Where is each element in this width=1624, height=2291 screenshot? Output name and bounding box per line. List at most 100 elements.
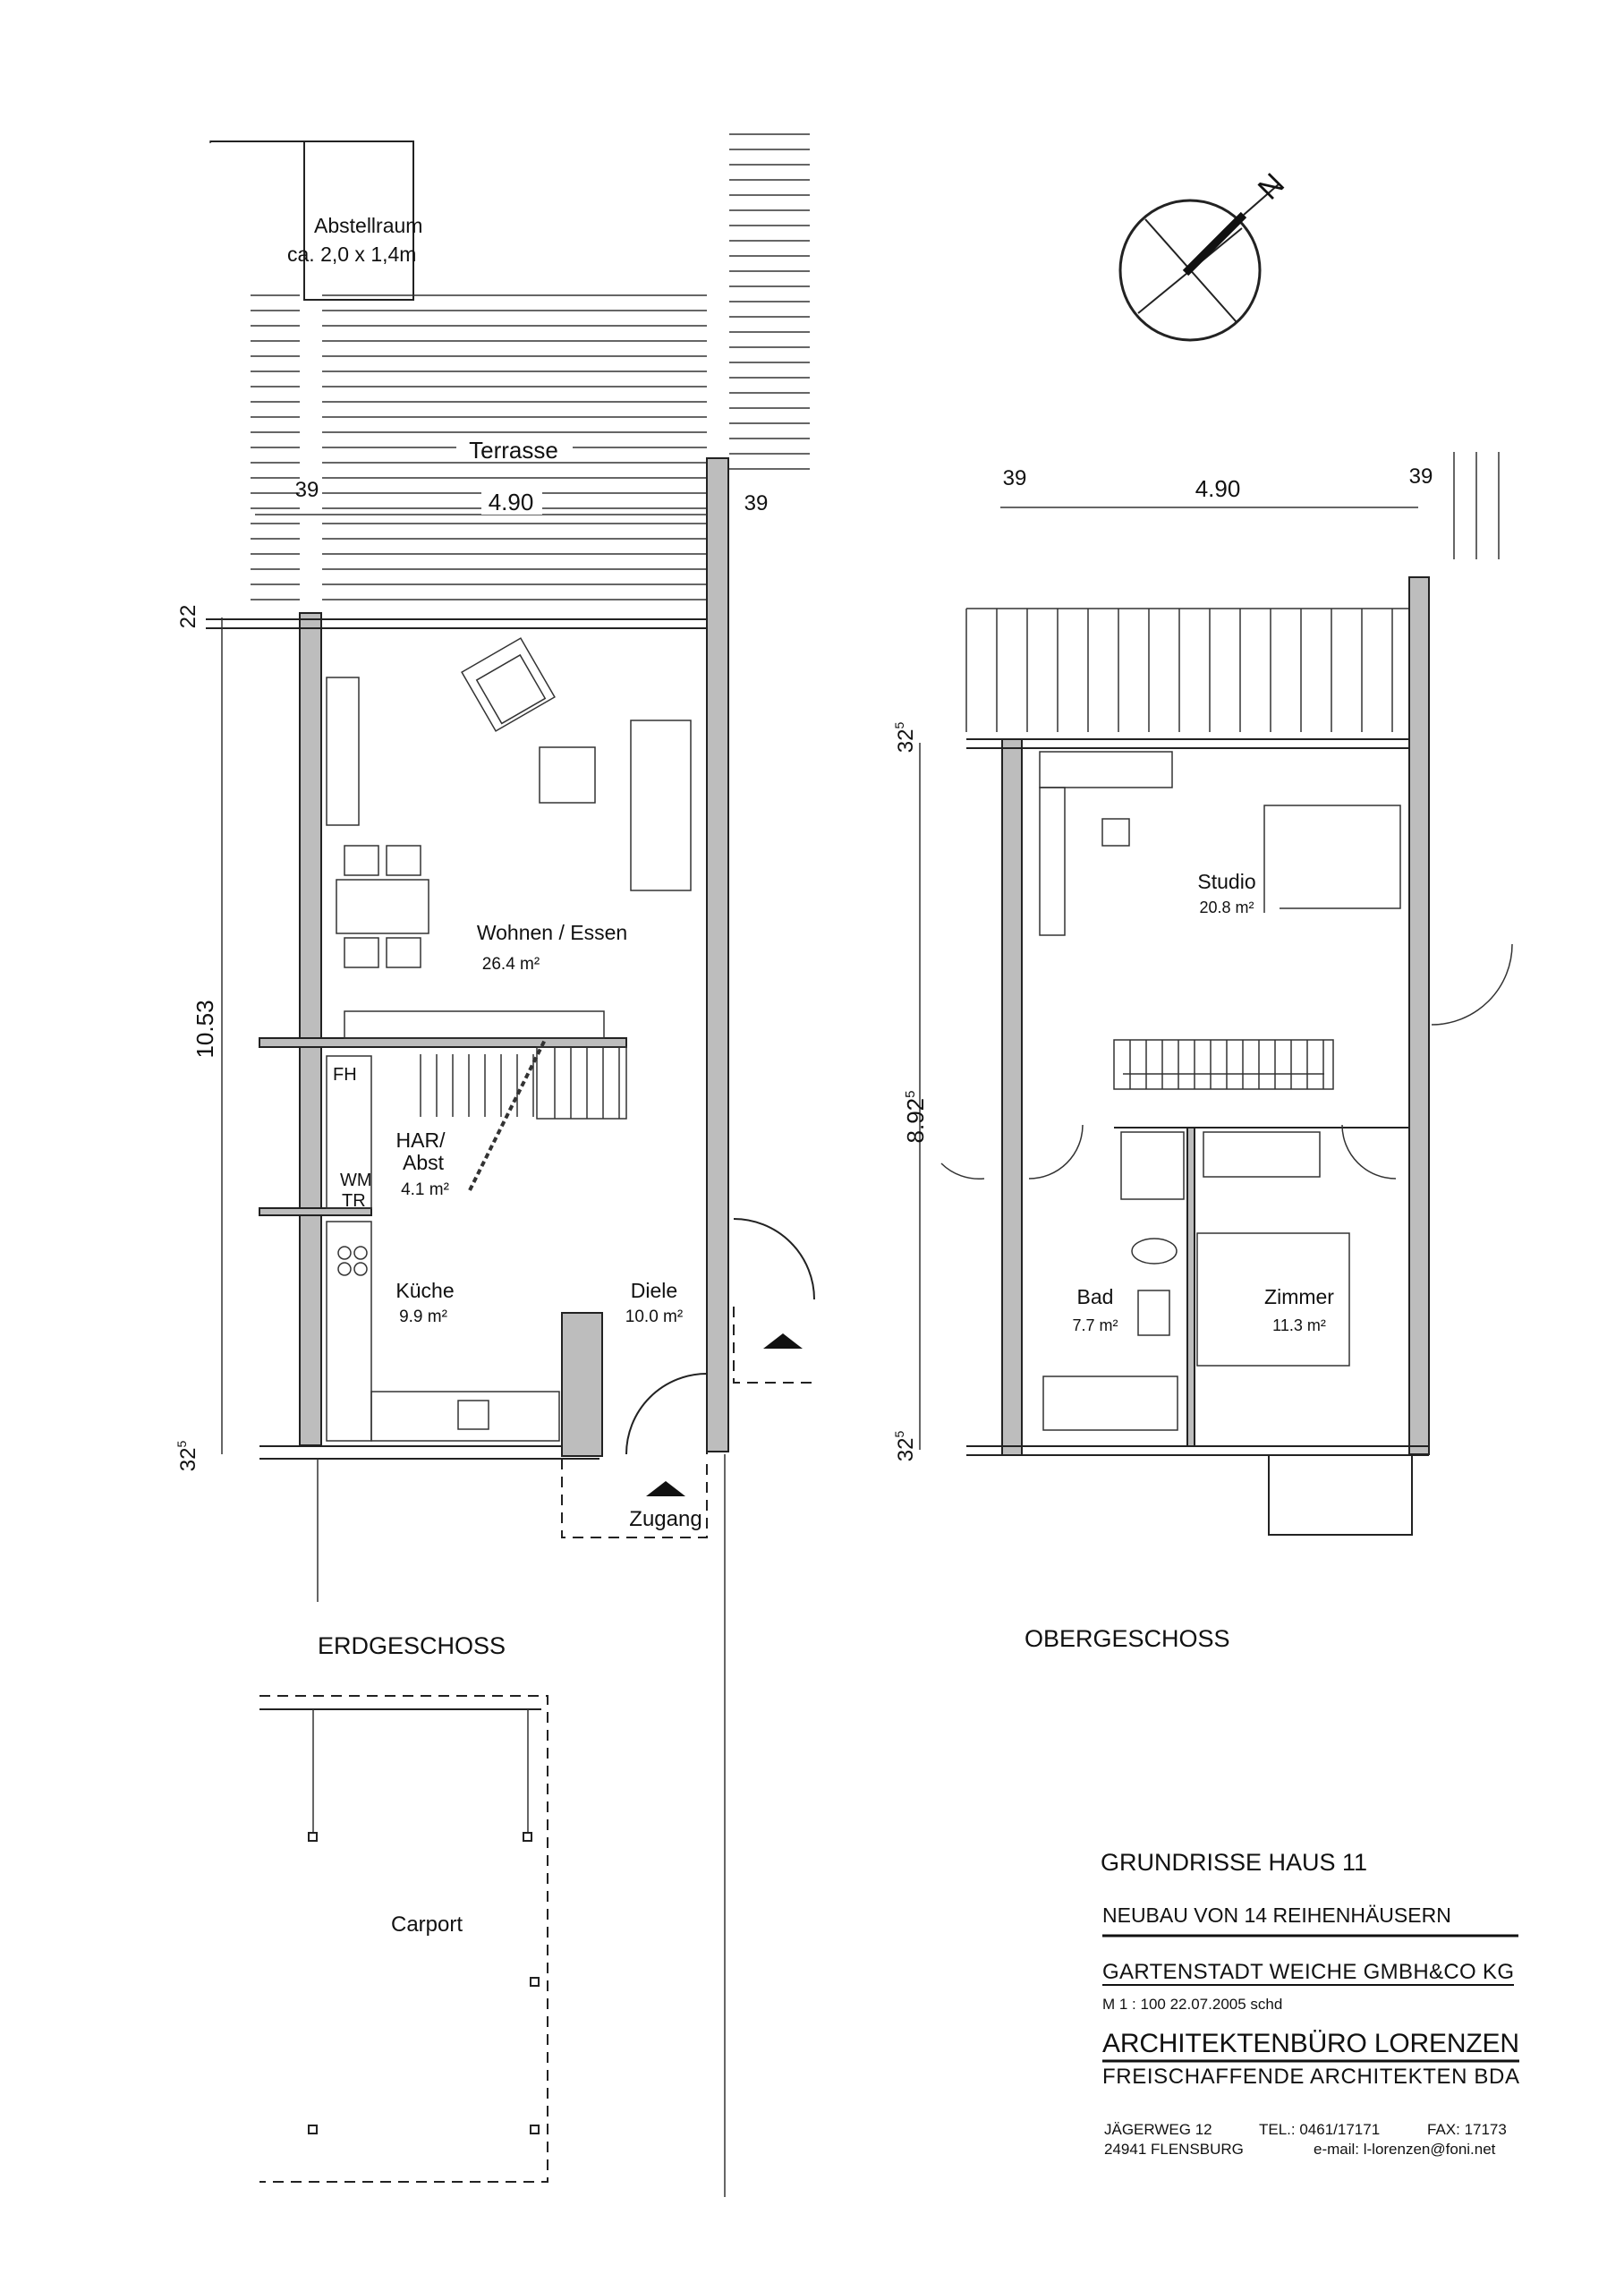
room-name-hall: Diele <box>631 1279 677 1302</box>
right-wall <box>706 457 729 1452</box>
terrace-label: Terrasse <box>469 437 558 464</box>
room-name-zimmer: Zimmer <box>1264 1285 1334 1308</box>
zimmer-wardrobe <box>1203 1131 1321 1178</box>
room-area-zimmer: 11.3 m² <box>1272 1316 1326 1334</box>
neighbor-upper-door-left <box>940 1163 985 1180</box>
fixture-fh: FH <box>333 1065 357 1085</box>
ground-floor-plan: Abstellraum ca. 2,0 x 1,4m Terrasse 39 4… <box>174 133 815 2197</box>
entrance-arrow-icon <box>646 1481 685 1496</box>
coffee-table <box>539 746 596 804</box>
north-arrow-icon: N <box>1118 166 1291 342</box>
dim-top: 22 <box>176 605 200 629</box>
project-name: NEUBAU VON 14 REIHENHÄUSERN <box>1102 1903 1451 1927</box>
svg-text:8.925: 8.925 <box>902 1091 929 1144</box>
storage-size: ca. 2,0 x 1,4m <box>287 243 416 266</box>
ground-floor-title: ERDGESCHOSS <box>318 1632 506 1659</box>
sideboard <box>326 677 360 826</box>
bath-wall <box>1186 1127 1195 1447</box>
upper-dim-bottom: 325 <box>892 1431 918 1462</box>
office-street: JÄGERWEG 12 <box>1104 2121 1212 2138</box>
balcony-hatching <box>965 452 1500 732</box>
upper-dim-wall-left: 39 <box>1003 466 1027 490</box>
utility-cabinets <box>326 1055 372 1209</box>
drawing-title: GRUNDRISSE HAUS 11 <box>1101 1849 1367 1876</box>
upper-right-wall <box>1408 576 1430 1455</box>
upper-floor-plan: 39 4.90 39 325 8.925 325 Studio 20.8 m² … <box>892 452 1513 1652</box>
desk-chair <box>1101 818 1130 847</box>
office-phone: TEL.: 0461/17171 <box>1259 2121 1380 2138</box>
office-fax: FAX: 17173 <box>1427 2121 1507 2138</box>
entrance-canopy <box>561 1459 708 1538</box>
room-area-kitchen: 9.9 m² <box>399 1307 447 1326</box>
dim-depth: 10.53 <box>191 1000 218 1058</box>
room-area-hall: 10.0 m² <box>625 1307 683 1326</box>
bath-door <box>1028 1124 1084 1180</box>
dim-wall-right: 39 <box>744 491 769 515</box>
canopy-below <box>1268 1455 1413 1536</box>
bed-zimmer <box>1196 1232 1350 1367</box>
utility-wall <box>259 1207 372 1216</box>
office-name: ARCHITEKTENBÜRO LORENZEN <box>1102 2029 1519 2058</box>
upper-left-wall <box>1001 738 1023 1456</box>
zimmer-door <box>1341 1124 1397 1180</box>
office-subtitle: FREISCHAFFENDE ARCHITEKTEN BDA <box>1102 2065 1519 2089</box>
carport-label: Carport <box>391 1912 463 1937</box>
svg-text:325: 325 <box>892 1431 918 1462</box>
armchair <box>461 637 556 732</box>
fixture-tr: TR <box>342 1191 366 1211</box>
storage-label: Abstellraum <box>314 214 422 237</box>
bed-studio <box>1263 805 1401 913</box>
room-name-living: Wohnen / Essen <box>477 921 627 944</box>
room-name-har: HAR/ <box>396 1128 446 1152</box>
kitchen-counter-bottom <box>370 1391 560 1442</box>
room-area-har: 4.1 m² <box>401 1180 449 1199</box>
entrance-label: Zugang <box>629 1507 701 1531</box>
room-area-living: 26.4 m² <box>482 955 540 974</box>
bathtub-icon <box>1042 1375 1178 1431</box>
upper-dim-top: 325 <box>892 722 918 754</box>
upper-dim-depth: 8.925 <box>902 1091 929 1144</box>
staircase <box>344 1010 627 1191</box>
neighbor-upper-door <box>1431 943 1513 1026</box>
desk <box>1039 751 1173 788</box>
sink-icon <box>457 1400 489 1430</box>
dining-table <box>336 879 429 934</box>
stair-wall <box>259 1037 627 1048</box>
neighbor-terrace-hatching <box>729 133 810 470</box>
room-name-abst: Abst <box>403 1151 445 1174</box>
office-city: 24941 FLENSBURG <box>1104 2141 1244 2158</box>
kitchen-counter <box>326 1221 372 1442</box>
neighbor-door <box>733 1218 815 1300</box>
dim-bottom: 325 <box>174 1441 200 1472</box>
entrance-door <box>625 1372 708 1455</box>
room-name-bath: Bad <box>1077 1285 1114 1308</box>
room-name-kitchen: Küche <box>395 1279 454 1302</box>
carport-plan: Carport <box>259 1695 548 2183</box>
upper-floor-title: OBERGESCHOSS <box>1025 1625 1230 1652</box>
office-email: e-mail: l-lorenzen@foni.net <box>1314 2141 1496 2158</box>
chair <box>386 937 421 968</box>
neighbor-entrance-arrow-icon <box>763 1333 803 1349</box>
bath-cabinet <box>1120 1131 1185 1200</box>
dim-wall-left: 39 <box>295 478 319 502</box>
svg-text:325: 325 <box>892 722 918 754</box>
left-wall <box>299 612 322 1446</box>
upper-dim-wall-right: 39 <box>1409 464 1433 489</box>
title-block: GRUNDRISSE HAUS 11 NEUBAU VON 14 REIHENH… <box>1101 1849 1519 2158</box>
chair <box>386 845 421 876</box>
upper-staircase <box>1113 1039 1334 1090</box>
fixture-wm: WM <box>340 1171 372 1190</box>
wardrobe <box>561 1312 603 1457</box>
upper-dim-width: 4.90 <box>1195 475 1241 502</box>
chair <box>344 937 379 968</box>
room-area-bath: 7.7 m² <box>1072 1316 1118 1334</box>
room-name-studio: Studio <box>1197 870 1255 893</box>
svg-text:325: 325 <box>174 1441 200 1472</box>
washbasin-icon <box>1137 1290 1170 1336</box>
toilet-icon <box>1131 1238 1178 1265</box>
dim-width: 4.90 <box>489 489 534 515</box>
client-name: GARTENSTADT WEICHE GMBH&CO KG <box>1102 1960 1514 1984</box>
storage-room-outline <box>210 141 414 301</box>
sofa <box>630 720 692 891</box>
